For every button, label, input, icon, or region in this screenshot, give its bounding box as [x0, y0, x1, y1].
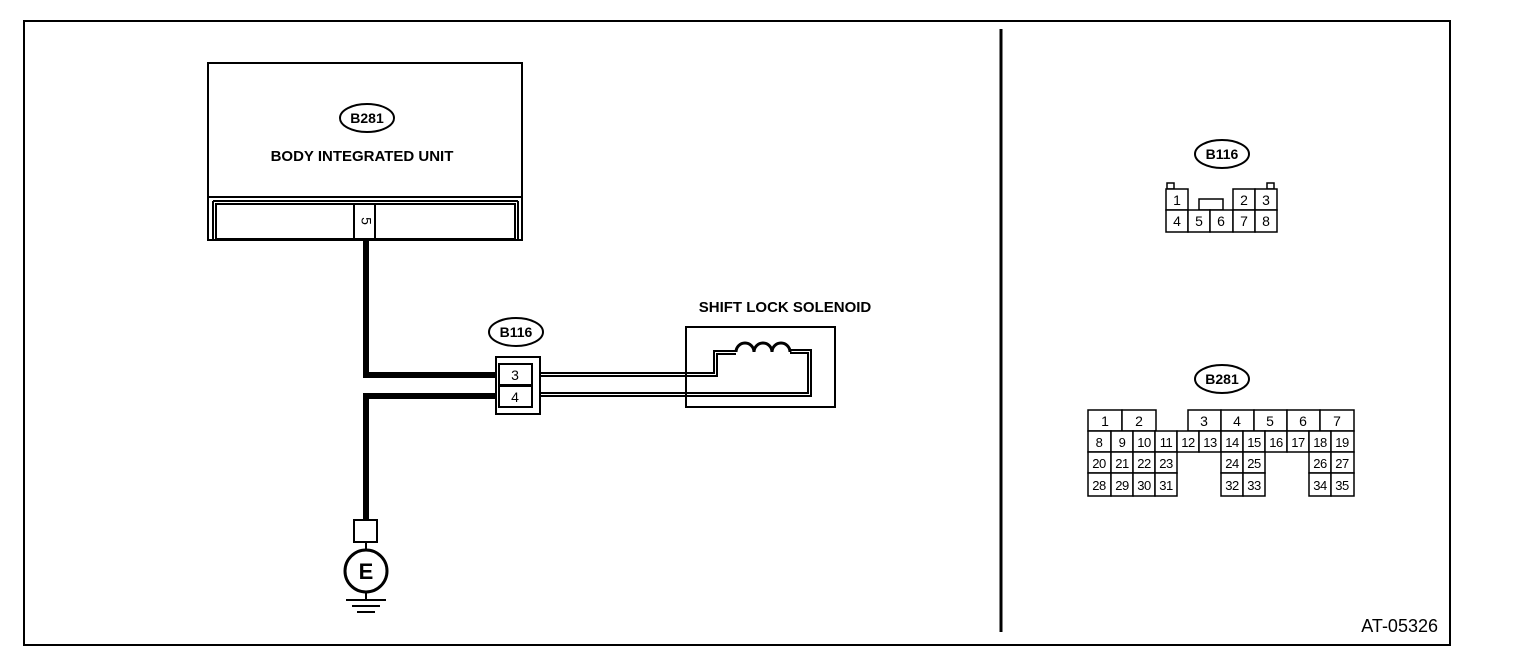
b281-pin-35: 35 — [1335, 478, 1349, 493]
b281-pin-26: 26 — [1313, 456, 1327, 471]
harness-wires — [363, 240, 500, 520]
b281-pin-18: 18 — [1313, 435, 1327, 450]
b281-pin-10: 10 — [1137, 435, 1151, 450]
b116-connector: B116 3 4 — [488, 317, 544, 415]
b116-connector-badge-text: B116 — [500, 324, 533, 340]
b281-pin-31: 31 — [1159, 478, 1173, 493]
b116-view-pin-2: 2 — [1240, 192, 1248, 208]
b281-pin-29: 29 — [1115, 478, 1129, 493]
b281-connector-badge — [339, 103, 395, 133]
b116-pin-4: 4 — [511, 389, 519, 405]
b116-connector-badge — [488, 317, 544, 347]
b281-view-badge-text: B281 — [1205, 371, 1239, 387]
b281-pin-11: 11 — [1160, 435, 1173, 450]
b281-pin-3: 3 — [1200, 413, 1208, 429]
b281-pin-24: 24 — [1225, 456, 1239, 471]
b116-view-pin-3: 3 — [1262, 192, 1270, 208]
body-integrated-unit: 5 B281 BODY INTEGRATED UNIT — [207, 62, 523, 241]
b281-pin-21: 21 — [1115, 456, 1129, 471]
b116-pin-3: 3 — [511, 367, 519, 383]
body-integrated-unit-label: BODY INTEGRATED UNIT — [271, 148, 454, 165]
b281-pin-2: 2 — [1135, 413, 1143, 429]
b116-view-pin-6: 6 — [1217, 213, 1225, 229]
b281-pin-28: 28 — [1092, 478, 1106, 493]
b281-pin-27: 27 — [1335, 456, 1349, 471]
unit-pin-cell — [353, 203, 376, 240]
b116-view-pin-1: 1 — [1173, 192, 1181, 208]
b281-pin-13: 13 — [1203, 435, 1217, 450]
b281-pin-32: 32 — [1225, 478, 1239, 493]
frame-border — [23, 20, 1451, 646]
b281-connector-view: B281 — [1087, 364, 1355, 497]
ground-point: E — [343, 519, 389, 613]
b281-pin-34: 34 — [1313, 478, 1327, 493]
b116-connector-view: B116 1 2 3 4 5 6 7 8 — [1165, 139, 1278, 233]
b116-view-pin-8: 8 — [1262, 213, 1270, 229]
b281-pin-22: 22 — [1137, 456, 1151, 471]
b281-view-badge — [1194, 364, 1250, 394]
wire-ground-to-b116-4 — [363, 393, 500, 520]
b281-pin-1: 1 — [1101, 413, 1109, 429]
shift-lock-solenoid: SHIFT LOCK SOLENOID — [685, 299, 872, 408]
b281-pin-16: 16 — [1269, 435, 1283, 450]
wire-pin5-to-b116-3 — [363, 240, 500, 378]
b281-pin-12: 12 — [1181, 435, 1195, 450]
b281-pin-9: 9 — [1119, 435, 1126, 450]
solenoid-wires — [540, 349, 812, 397]
b281-pin-14: 14 — [1225, 435, 1239, 450]
b116-view-pin-4: 4 — [1173, 213, 1181, 229]
b281-pin-25: 25 — [1247, 456, 1261, 471]
b281-pin-33: 33 — [1247, 478, 1261, 493]
b281-pin-8: 8 — [1096, 435, 1103, 450]
b116-view-pin-5: 5 — [1195, 213, 1203, 229]
ground-label: E — [359, 559, 374, 584]
shift-lock-solenoid-label: SHIFT LOCK SOLENOID — [699, 299, 872, 316]
b116-view-badge-text: B116 — [1206, 146, 1239, 162]
b281-pin-4: 4 — [1233, 413, 1241, 429]
b116-view-badge — [1194, 139, 1250, 169]
b281-pin-19: 19 — [1335, 435, 1349, 450]
b281-pin-20: 20 — [1092, 456, 1106, 471]
b116-view-pin-7: 7 — [1240, 213, 1248, 229]
b281-pin-23: 23 — [1159, 456, 1173, 471]
b281-pin-7: 7 — [1333, 413, 1341, 429]
b281-pin-6: 6 — [1299, 413, 1307, 429]
b281-pin-15: 15 — [1247, 435, 1261, 450]
b281-pin-30: 30 — [1137, 478, 1151, 493]
b281-pin-17: 17 — [1291, 435, 1305, 450]
solenoid-coil — [734, 341, 792, 353]
unit-pin-5: 5 — [358, 217, 374, 225]
b281-pin-5: 5 — [1266, 413, 1274, 429]
b281-connector-badge-text: B281 — [350, 110, 384, 126]
figure-id: AT-05326 — [1361, 616, 1438, 636]
